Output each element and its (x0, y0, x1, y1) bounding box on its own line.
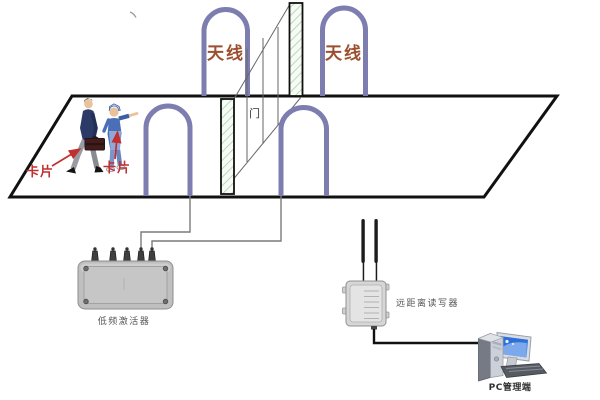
pc-workstation (477, 331, 548, 382)
antenna-label-left: 天线 (207, 43, 245, 64)
pc-label: PC管理端 (489, 381, 532, 393)
card-label-left: 卡片 (26, 164, 54, 180)
activator-cable-1 (140, 196, 191, 251)
card-arrow-left (51, 148, 82, 167)
reader-antenna-left (361, 219, 365, 282)
stray-tick-mark (129, 11, 137, 18)
pc-monitor (496, 331, 532, 370)
pc-tower (477, 332, 504, 382)
activator-connectors (91, 247, 156, 263)
reader-device (342, 219, 390, 330)
reader-label: 远距离读写器 (396, 297, 459, 309)
card-arrow-right (111, 130, 122, 160)
antenna-loop-back-left (201, 7, 250, 96)
door-pillar-back (288, 2, 304, 97)
door-pillar-front (220, 98, 235, 195)
activator-device (77, 247, 174, 310)
activator-label: 低频激活器 (98, 315, 151, 327)
pc-keyboard (500, 363, 548, 378)
antenna-loop-back-right (320, 5, 368, 96)
door-label: 门 (249, 106, 260, 120)
antenna-loop-front-right (278, 104, 329, 196)
card-label-right: 卡片 (103, 160, 131, 176)
reader-antenna-right (374, 219, 378, 282)
reader-pc-cable (372, 329, 478, 345)
antenna-label-right: 天线 (325, 43, 363, 64)
antenna-loop-front-left (143, 103, 193, 196)
activator-cable-2 (151, 196, 282, 251)
person-adult (66, 98, 105, 174)
